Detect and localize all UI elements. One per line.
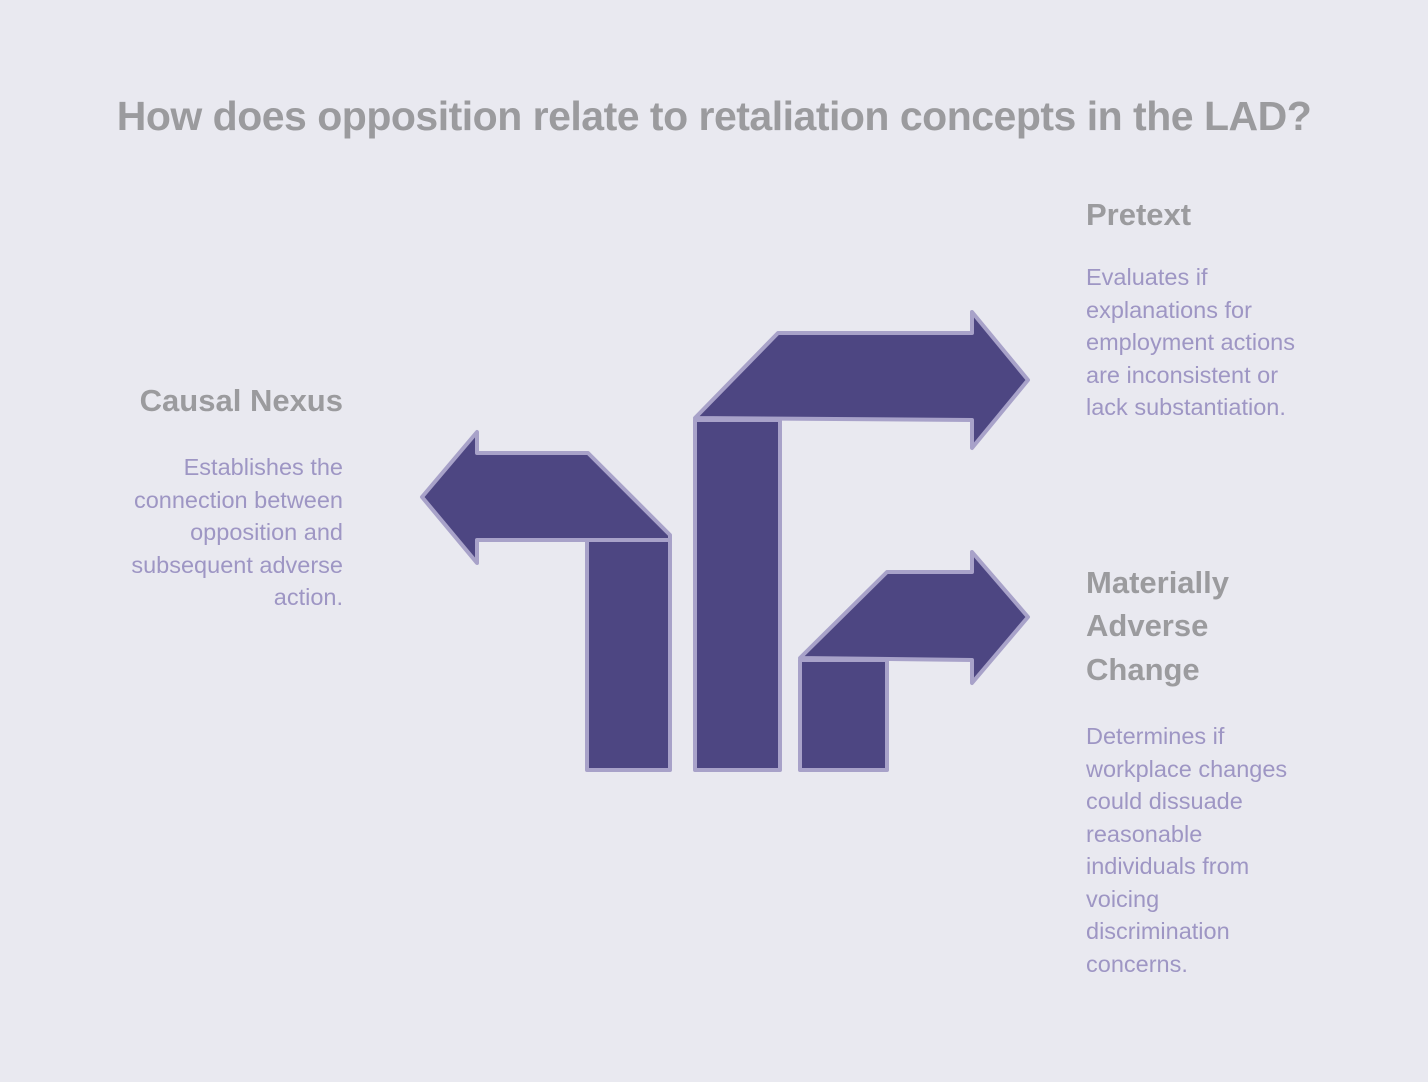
text-line: opposition and xyxy=(190,519,343,546)
causal-nexus-heading: Causal Nexus xyxy=(139,383,343,418)
page-title: How does opposition relate to retaliatio… xyxy=(116,93,1312,139)
right-turn-arrow-icon xyxy=(798,550,1030,772)
left-turn-arrow-icon xyxy=(420,430,672,772)
causal-nexus-description: Establishes the connection between oppos… xyxy=(60,451,343,614)
text-line: reasonable xyxy=(1086,820,1203,847)
pretext-heading: Pretext xyxy=(1086,197,1192,232)
left-turn-arrow-stem xyxy=(585,538,672,772)
text-line: connection between xyxy=(133,486,343,513)
text-line: Establishes the xyxy=(183,454,343,481)
section-materially-adverse-change: Materially Adverse Change Determines if … xyxy=(1086,561,1376,980)
right-turn-arrow-stem xyxy=(798,658,889,772)
materially-adverse-change-description: Determines if workplace changes could di… xyxy=(1086,720,1376,980)
text-line: could dissuade xyxy=(1086,788,1243,815)
up-right-turn-arrow-icon xyxy=(693,310,1030,772)
text-line: Determines if xyxy=(1086,723,1225,750)
text-line: employment actions xyxy=(1086,329,1295,356)
materially-adverse-change-heading: Materially Adverse Change xyxy=(1086,565,1230,687)
section-pretext: Pretext Evaluates if explanations for em… xyxy=(1086,193,1376,424)
pretext-description: Evaluates if explanations for employment… xyxy=(1086,261,1376,424)
right-turn-arrow-shaft xyxy=(798,550,1030,685)
text-line: Evaluates if xyxy=(1086,264,1208,291)
text-line: voicing xyxy=(1086,885,1160,912)
text-line: action. xyxy=(273,584,343,611)
text-line: discrimination xyxy=(1086,918,1230,945)
text-line: subsequent adverse xyxy=(131,551,343,578)
text-line: are inconsistent or xyxy=(1086,361,1279,388)
up-right-turn-arrow-stem xyxy=(693,418,782,772)
text-line: concerns. xyxy=(1086,950,1188,977)
text-line: lack substantiation. xyxy=(1086,394,1286,421)
section-causal-nexus: Causal Nexus Establishes the connection … xyxy=(60,379,343,614)
text-line: individuals from xyxy=(1086,853,1250,880)
text-line: workplace changes xyxy=(1086,755,1288,782)
left-turn-arrow-shaft xyxy=(420,430,672,565)
up-right-turn-arrow-shaft xyxy=(693,310,1030,450)
text-line: explanations for xyxy=(1086,296,1252,323)
